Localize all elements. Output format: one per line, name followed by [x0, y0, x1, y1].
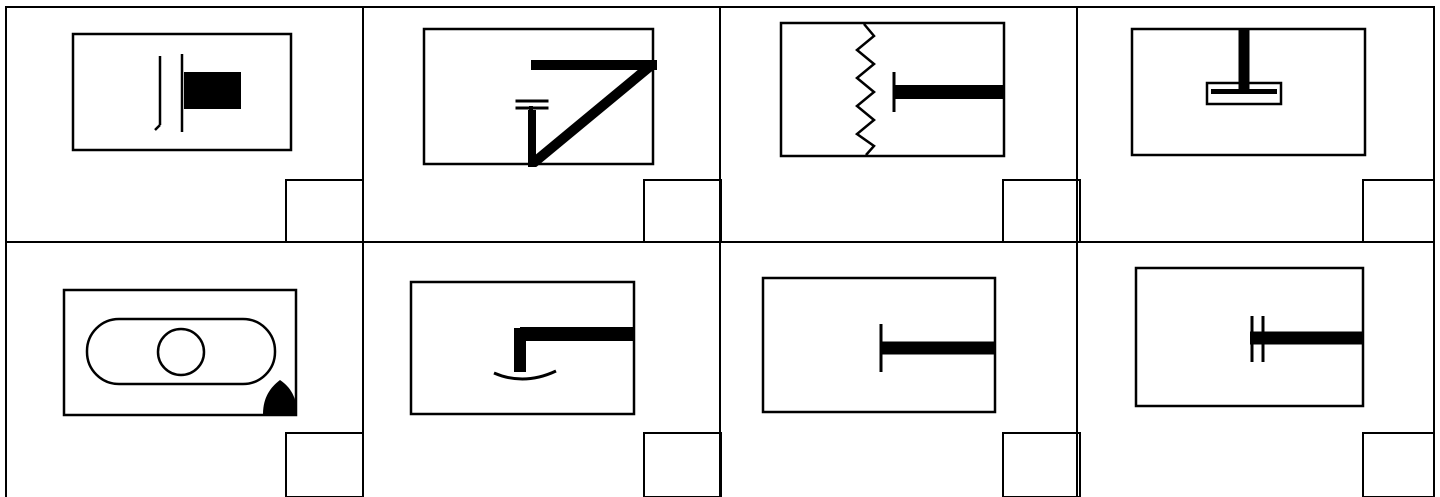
cell-2: [422, 27, 722, 243]
answer-box[interactable]: [1362, 179, 1435, 243]
cell-4: [1130, 27, 1435, 243]
cell-8: [1134, 266, 1435, 497]
answer-box[interactable]: [1002, 179, 1081, 243]
table-grid: [5, 6, 1435, 497]
zigzag-wall-with-horizontal-bar-icon: [854, 23, 1003, 156]
symbol-frame: [1130, 27, 1367, 157]
horizontal-bar-with-double-stop-icon: [1250, 316, 1363, 362]
cell-3: [779, 21, 1081, 243]
answer-box[interactable]: [1002, 432, 1081, 497]
vertical-post-on-pad-icon: [1205, 30, 1283, 106]
l-shape-with-curved-base-icon: [493, 327, 634, 381]
answer-box[interactable]: [285, 432, 364, 497]
symbol-frame: [62, 288, 298, 417]
symbol-frame: [71, 32, 293, 152]
symbol-frame: [779, 21, 1006, 158]
cell-7: [761, 276, 1081, 497]
answer-box[interactable]: [1362, 432, 1435, 497]
symbol-frame: [409, 280, 636, 416]
diagonal-strut-with-small-stand-icon: [515, 60, 657, 168]
cell-5: [62, 288, 364, 497]
cell-6: [409, 280, 722, 497]
horizontal-bar-with-end-stop-icon: [879, 324, 995, 372]
answer-box[interactable]: [643, 179, 722, 243]
answer-box[interactable]: [643, 432, 722, 497]
slot-with-circle-and-corner-mark-icon: [85, 317, 297, 414]
cell-1: [71, 32, 364, 243]
answer-box[interactable]: [285, 179, 364, 243]
two-vertical-lines-with-solid-block-icon: [154, 54, 241, 132]
